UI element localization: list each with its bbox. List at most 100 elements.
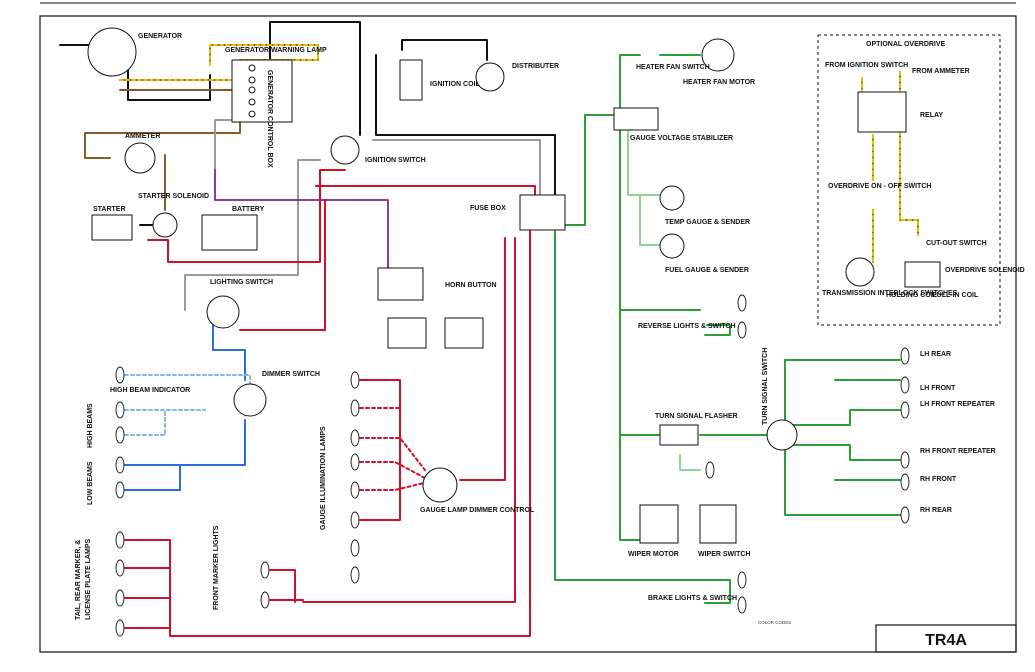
- fuel-gauge-label: FUEL GAUGE & SENDER: [665, 267, 749, 274]
- heater-fan-motor-symbol: [701, 38, 735, 72]
- starter-solenoid-label: STARTER SOLENOID: [138, 193, 209, 200]
- wiper-switch-symbol: [699, 504, 737, 544]
- interlock-switch-symbol: [845, 257, 875, 287]
- lamp-bulb: [350, 453, 360, 471]
- optional-overdrive-label: OPTIONAL OVERDRIVE: [866, 41, 946, 48]
- ignition-switch-label: IGNITION SWITCH: [365, 157, 426, 164]
- fuel-gauge-symbol: [659, 233, 685, 259]
- voltage-stabilizer-label: GAUGE VOLTAGE STABILIZER: [630, 135, 733, 142]
- distributer-label: DISTRIBUTER: [512, 63, 559, 70]
- lamp-bulb: [737, 294, 747, 312]
- tail-rear-marker-label: TAIL, REAR MARKER, &: [75, 540, 82, 620]
- lamp-bulb: [737, 571, 747, 589]
- generator-symbol: [87, 27, 137, 77]
- lamp-bulb: [115, 366, 125, 384]
- ammeter-label: AMMETER: [125, 133, 160, 140]
- lamp-bulb: [900, 451, 910, 469]
- control-box-terminals: [248, 64, 256, 118]
- horn-button-label: HORN BUTTON: [445, 282, 497, 289]
- cutout-switch-label: CUT-OUT SWITCH: [926, 240, 987, 247]
- pullin-coil-label: PULL-IN COIL: [932, 292, 979, 299]
- lighting-switch-label: LIGHTING SWITCH: [210, 279, 273, 286]
- wires: [59, 21, 919, 637]
- lamp-bulb: [350, 371, 360, 389]
- license-plate-lamps-label: LICENSE PLATE LAMPS: [85, 539, 92, 620]
- holding-coil-label: HOLDING COIL: [886, 292, 938, 299]
- rh-front-repeater-label: RH FRONT REPEATER: [920, 448, 996, 455]
- lamp-bulb: [900, 347, 910, 365]
- terminal: [248, 110, 256, 118]
- title-block: [875, 624, 1017, 653]
- lamp-bulb: [350, 539, 360, 557]
- relay-label: RELAY: [920, 112, 943, 119]
- lamp-bulb: [900, 506, 910, 524]
- generator-label: GENERATOR: [138, 33, 182, 40]
- high-beams-label: HIGH BEAMS: [87, 403, 94, 448]
- lighting-switch-symbol: [206, 295, 240, 329]
- outer-frame: [39, 15, 1017, 653]
- wiper-switch-label: WIPER SWITCH: [698, 551, 751, 558]
- horn-relay-symbol: [377, 267, 424, 301]
- low-beams-label: LOW BEAMS: [87, 461, 94, 505]
- high-beam-indicator-label: HIGH BEAM INDICATOR: [110, 387, 190, 394]
- ammeter-symbol: [124, 142, 156, 174]
- lamp-bulb: [350, 399, 360, 417]
- solenoid-symbol: [904, 261, 941, 288]
- overdrive-solenoid-label: OVERDRIVE SOLENOID: [945, 267, 1025, 274]
- terminal: [248, 64, 256, 72]
- battery-symbol: [201, 214, 258, 251]
- lamp-bulb: [260, 561, 270, 579]
- starter-solenoid-symbol: [152, 212, 178, 238]
- dimmer-switch-label: DIMMER SWITCH: [262, 371, 320, 378]
- heater-fan-switch-label: HEATER FAN SWITCH: [636, 64, 710, 71]
- lamp-bulb: [737, 596, 747, 614]
- lamp-bulb: [350, 511, 360, 529]
- lamp-bulb: [260, 591, 270, 609]
- starter-symbol: [91, 214, 133, 241]
- horn-left: [387, 317, 427, 349]
- reverse-lights-label: REVERSE LIGHTS & SWITCH: [638, 323, 736, 330]
- lamp-bulb: [900, 473, 910, 491]
- gauge-illumination-label: GAUGE ILLUMINATION LAMPS: [320, 426, 327, 530]
- heater-fan-motor-label: HEATER FAN MOTOR: [683, 79, 755, 86]
- brake-lights-label: BRAKE LIGHTS & SWITCH: [648, 595, 737, 602]
- flasher-label: TURN SIGNAL FLASHER: [655, 413, 738, 420]
- gauge-dimmer-symbol: [422, 467, 458, 503]
- gauge-dimmer-label: GAUGE LAMP DIMMER CONTROL: [420, 507, 535, 514]
- overdrive-onoff-label: OVERDRIVE ON - OFF SWITCH: [828, 183, 931, 190]
- flasher-symbol: [659, 424, 699, 446]
- rh-front-label: RH FRONT: [920, 476, 957, 483]
- lamp-bulb: [115, 619, 125, 637]
- distributer-symbol: [475, 62, 505, 92]
- lamp-bulb: [115, 401, 125, 419]
- lamp-bulb: [115, 456, 125, 474]
- temp-gauge-label: TEMP GAUGE & SENDER: [665, 219, 750, 226]
- lamp-bulb: [350, 481, 360, 499]
- lamp-symbols: [115, 294, 910, 637]
- lamp-bulb: [737, 321, 747, 339]
- battery-label: BATTERY: [232, 206, 265, 213]
- lh-rear-label: LH REAR: [920, 351, 951, 358]
- terminal: [248, 86, 256, 94]
- wiper-motor-label: WIPER MOTOR: [628, 551, 679, 558]
- gen-warning-lamp-label: GENERATOR WARNING LAMP: [225, 47, 327, 54]
- lamp-bulb: [115, 559, 125, 577]
- terminal: [248, 76, 256, 84]
- transmission-interlock-label: TRANSMISSION INTERLOCK SWITCHES: [822, 290, 958, 297]
- ignition-coil-symbol: [399, 59, 423, 101]
- front-marker-lights-label: FRONT MARKER LIGHTS: [213, 525, 220, 610]
- horn-right: [444, 317, 484, 349]
- voltage-stabilizer-symbol: [613, 107, 659, 131]
- rh-rear-label: RH REAR: [920, 507, 952, 514]
- turn-signal-switch-label: TURN SIGNAL SWITCH: [762, 348, 769, 425]
- lh-front-label: LH FRONT: [920, 385, 956, 392]
- fuse-box-symbol: [519, 194, 566, 231]
- terminal: [248, 98, 256, 106]
- dimmer-switch-symbol: [233, 383, 267, 417]
- lamp-bulb: [350, 566, 360, 584]
- starter-label: STARTER: [93, 206, 126, 213]
- wiper-motor-symbol: [639, 504, 679, 544]
- lamp-bulb: [350, 429, 360, 447]
- lamp-bulb: [115, 481, 125, 499]
- diagram-title: TR4A: [925, 632, 967, 649]
